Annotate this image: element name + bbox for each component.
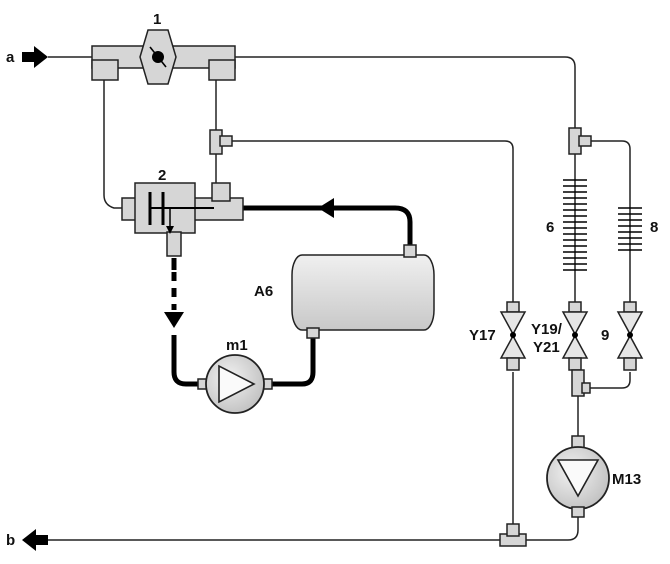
label-valve-y19: Y19/ [531,321,563,338]
label-item-6: 6 [546,219,554,236]
inlet-arrow-icon [22,46,48,68]
component-1 [91,29,236,85]
label-component-1: 1 [153,11,161,28]
cooler-6 [563,179,587,271]
label-valve-y17: Y17 [469,327,496,344]
component-2 [121,182,244,257]
label-outlet-b: b [6,532,15,549]
outlet-arrow-icon [22,529,48,551]
valve-y19-y21 [561,301,591,397]
pump-m13 [546,435,610,518]
cooler-8 [618,207,642,251]
label-tank-a6: A6 [254,283,273,300]
flow-arrow-left-icon [318,198,334,218]
tee-fitting-outlet [499,523,527,547]
thick-lines [171,205,413,387]
label-component-2: 2 [158,167,166,184]
label-item-9: 9 [601,327,609,344]
valve-y17 [499,301,527,371]
label-item-8: 8 [650,219,658,236]
valve-9 [616,301,644,371]
tee-fitting-upper [209,129,233,155]
label-valve-y21: Y21 [533,339,560,356]
pump-m1 [197,354,273,414]
tank-a6 [291,244,435,339]
label-pump-m13: M13 [612,471,641,488]
tee-fitting-right [568,127,592,155]
label-inlet-a: a [6,49,15,66]
flow-arrow-down-icon [164,312,184,328]
label-pump-m1: m1 [226,337,248,354]
